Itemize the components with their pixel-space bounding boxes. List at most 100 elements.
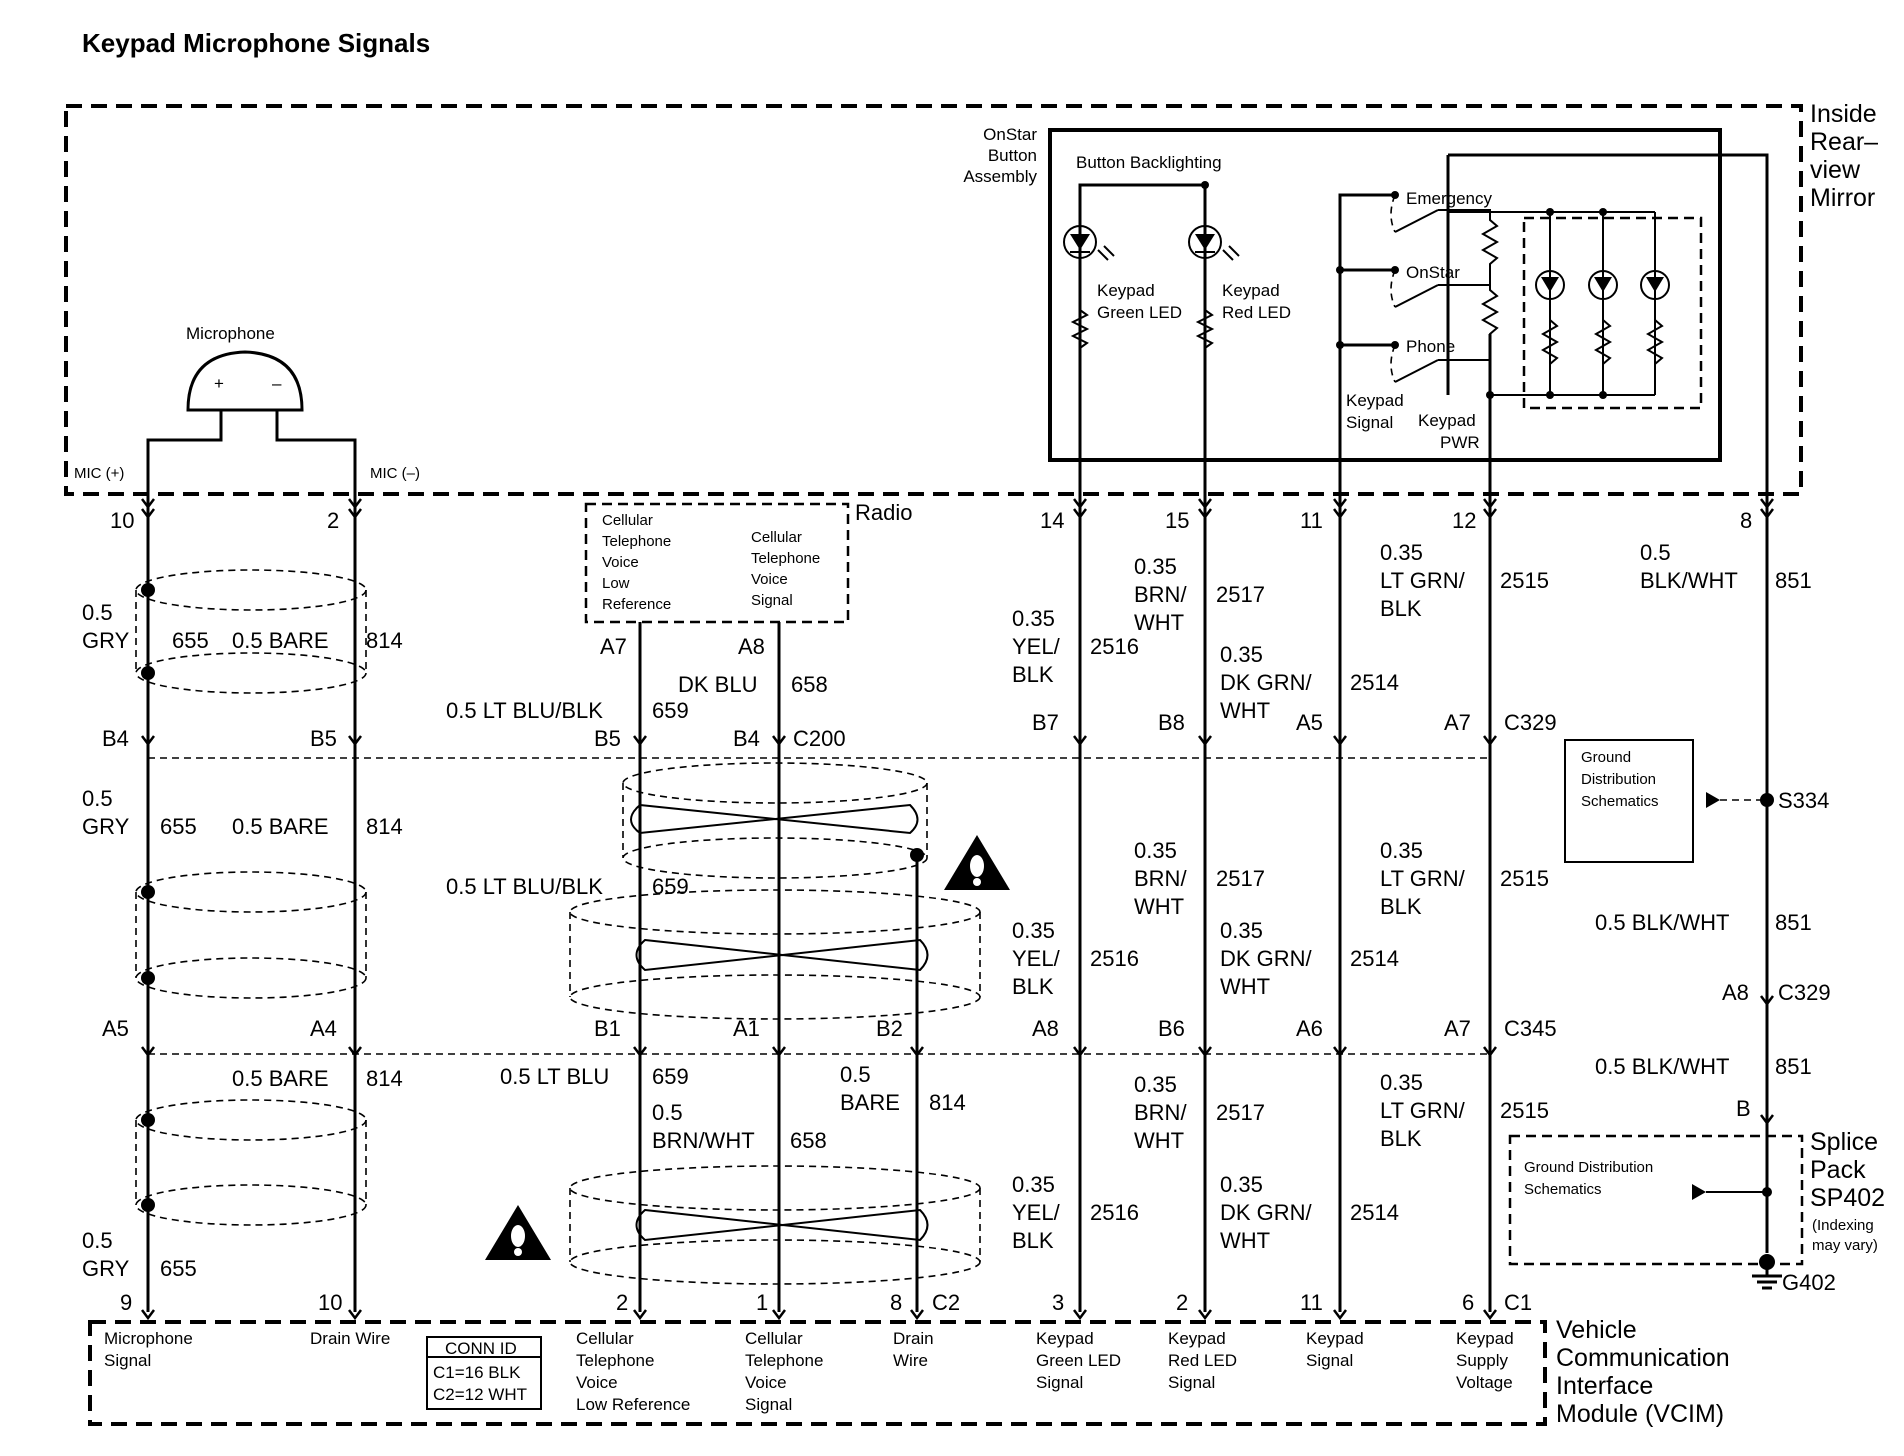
svg-text:BRN/: BRN/ (1134, 582, 1187, 607)
svg-text:Cellular: Cellular (576, 1329, 634, 1348)
svg-text:0.35: 0.35 (1012, 1172, 1055, 1197)
svg-text:Button: Button (988, 146, 1037, 165)
svg-text:C1: C1 (1504, 1290, 1532, 1315)
svg-text:Radio: Radio (855, 500, 912, 525)
svg-text:C2=12 WHT: C2=12 WHT (433, 1385, 527, 1404)
svg-text:Cellular: Cellular (745, 1329, 803, 1348)
svg-text:Interface: Interface (1556, 1372, 1653, 1400)
svg-text:BLK/WHT: BLK/WHT (1640, 568, 1738, 593)
mirror-label: Inside Rear– view Mirror (1810, 100, 1878, 212)
svg-text:A7: A7 (600, 634, 627, 659)
svg-text:Distribution: Distribution (1581, 771, 1656, 788)
svg-text:814: 814 (366, 628, 403, 653)
svg-text:Keypad: Keypad (1222, 281, 1280, 300)
svg-text:Ground: Ground (1581, 749, 1631, 766)
svg-text:0.35: 0.35 (1220, 1172, 1263, 1197)
svg-text:BRN/: BRN/ (1134, 1100, 1187, 1125)
svg-text:YEL/: YEL/ (1012, 634, 1061, 659)
svg-text:YEL/: YEL/ (1012, 1200, 1061, 1225)
svg-text:659: 659 (652, 698, 689, 723)
svg-text:Vehicle: Vehicle (1556, 1316, 1637, 1344)
svg-text:Signal: Signal (1346, 413, 1393, 432)
svg-text:Splice: Splice (1810, 1128, 1878, 1156)
svg-text:10: 10 (318, 1290, 342, 1315)
wire-labels-low: 0.5 BARE 814 0.5 LT BLU 659 0.5 BRN/WHT … (82, 1054, 1812, 1281)
svg-text:C329: C329 (1504, 710, 1557, 735)
svg-text:(Indexing: (Indexing (1812, 1217, 1874, 1234)
svg-text:Mirror: Mirror (1810, 184, 1875, 212)
svg-text:2: 2 (616, 1290, 628, 1315)
svg-text:0.5 BARE: 0.5 BARE (232, 628, 329, 653)
svg-text:Schematics: Schematics (1524, 1181, 1602, 1198)
svg-text:Telephone: Telephone (751, 550, 820, 567)
svg-text:Assembly: Assembly (963, 167, 1037, 186)
svg-text:C2: C2 (932, 1290, 960, 1315)
svg-text:Red LED: Red LED (1168, 1351, 1237, 1370)
svg-text:BLK: BLK (1380, 894, 1422, 919)
svg-text:10: 10 (110, 508, 134, 533)
mirror-boundary (64, 104, 1803, 496)
mirror-pins: 10 2 14 15 11 12 8 (110, 508, 1752, 533)
svg-text:12: 12 (1452, 508, 1476, 533)
svg-text:15: 15 (1165, 508, 1189, 533)
svg-text:1: 1 (756, 1290, 768, 1315)
svg-text:DK GRN/: DK GRN/ (1220, 946, 1313, 971)
svg-text:OnStar: OnStar (983, 125, 1037, 144)
svg-text:Voice: Voice (576, 1373, 618, 1392)
svg-text:Voltage: Voltage (1456, 1373, 1513, 1392)
svg-text:2514: 2514 (1350, 946, 1399, 971)
svg-text:11: 11 (1300, 1290, 1323, 1315)
svg-text:A8: A8 (1722, 980, 1749, 1005)
svg-text:851: 851 (1775, 568, 1812, 593)
shields-top (135, 569, 367, 694)
svg-text:B7: B7 (1032, 710, 1059, 735)
svg-text:view: view (1810, 156, 1861, 184)
svg-text:Phone: Phone (1406, 337, 1455, 356)
svg-text:BARE: BARE (840, 1090, 900, 1115)
svg-text:BRN/: BRN/ (1134, 866, 1187, 891)
svg-text:2514: 2514 (1350, 1200, 1399, 1225)
ground-distribution-box: Ground Distribution Schematics S334 (1564, 739, 1829, 863)
svg-text:2: 2 (327, 508, 339, 533)
svg-text:2: 2 (1176, 1290, 1188, 1315)
svg-text:Schematics: Schematics (1581, 793, 1659, 810)
svg-text:Keypad: Keypad (1306, 1329, 1364, 1348)
diagram-title: Keypad Microphone Signals (82, 28, 430, 58)
svg-text:G402: G402 (1782, 1270, 1836, 1295)
svg-text:BLK: BLK (1380, 596, 1422, 621)
svg-text:B2: B2 (876, 1016, 903, 1041)
svg-text:3: 3 (1052, 1290, 1064, 1315)
svg-text:A4: A4 (310, 1016, 337, 1041)
caution-icon (944, 835, 1010, 890)
svg-text:Signal: Signal (104, 1351, 151, 1370)
svg-text:851: 851 (1775, 1054, 1812, 1079)
svg-text:BRN/WHT: BRN/WHT (652, 1128, 755, 1153)
radio-module: Radio Cellular Telephone Voice Low Refer… (584, 500, 912, 659)
svg-text:BLK: BLK (1012, 974, 1054, 999)
svg-text:A1: A1 (733, 1016, 760, 1041)
svg-text:0.35: 0.35 (1134, 554, 1177, 579)
svg-text:LT GRN/: LT GRN/ (1380, 1098, 1466, 1123)
svg-text:Reference: Reference (602, 596, 671, 613)
svg-text:2514: 2514 (1350, 670, 1399, 695)
mic-pos-pin: MIC (+) (74, 465, 124, 482)
microphone-label: Microphone (186, 324, 275, 343)
svg-text:Ground Distribution: Ground Distribution (1524, 1159, 1653, 1176)
svg-text:851: 851 (1775, 910, 1812, 935)
svg-text:A7: A7 (1444, 1016, 1471, 1041)
mic-neg-pin: MIC (–) (370, 465, 420, 482)
svg-text:B4: B4 (733, 726, 760, 751)
svg-text:A6: A6 (1296, 1016, 1323, 1041)
svg-text:0.35: 0.35 (1220, 918, 1263, 943)
svg-text:Cellular: Cellular (751, 529, 802, 546)
svg-text:0.35: 0.35 (1134, 1072, 1177, 1097)
svg-text:0.5: 0.5 (82, 1228, 113, 1253)
svg-text:Keypad: Keypad (1346, 391, 1404, 410)
svg-text:GRY: GRY (82, 814, 130, 839)
svg-text:Rear–: Rear– (1810, 128, 1878, 156)
onstar-button-assembly: OnStar Button Assembly Button Backlighti… (963, 125, 1769, 495)
caution-icon (485, 1205, 551, 1260)
svg-text:14: 14 (1040, 508, 1064, 533)
svg-text:CONN ID: CONN ID (445, 1339, 517, 1358)
svg-text:Supply: Supply (1456, 1351, 1508, 1370)
